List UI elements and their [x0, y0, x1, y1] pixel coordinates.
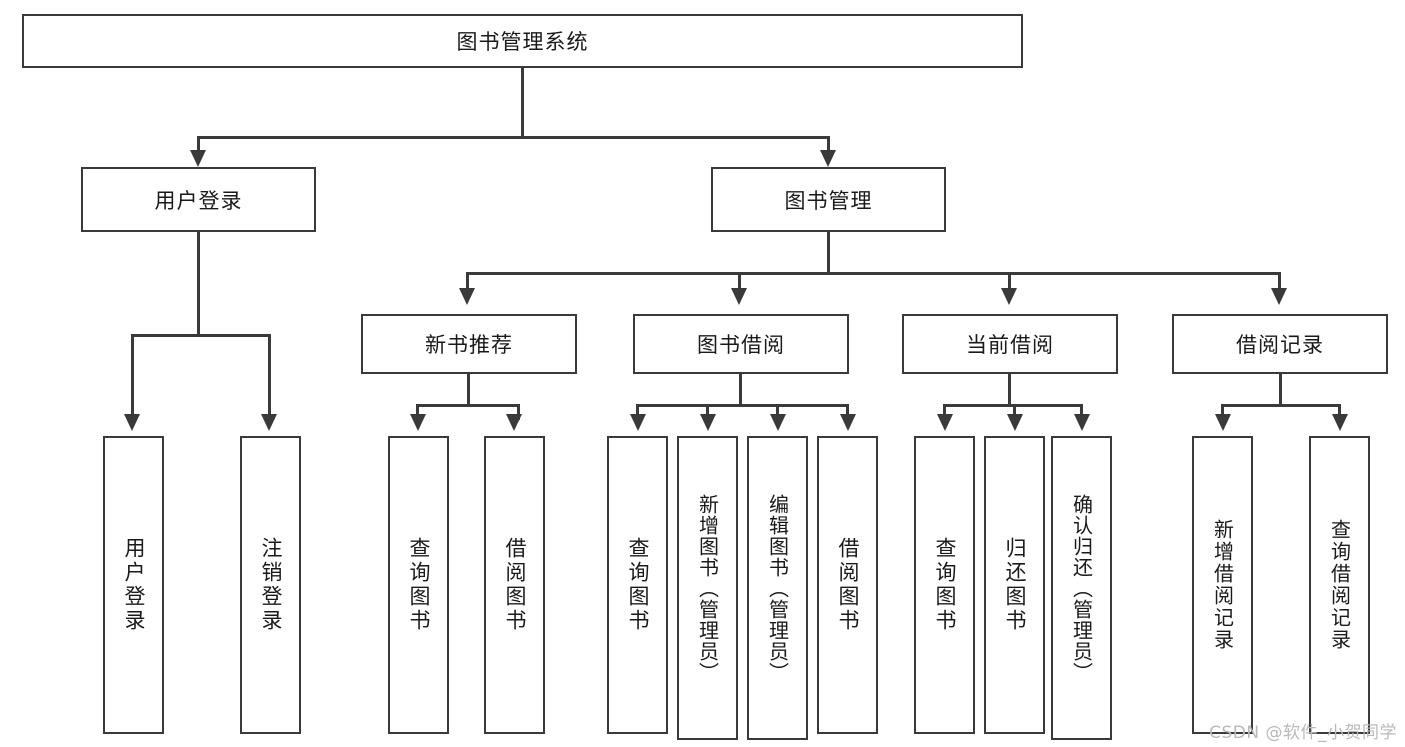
watermark-text: CSDN @软件_小贺同学 — [1209, 723, 1397, 743]
leaf-label: 确认归还（管理员） — [1069, 493, 1094, 683]
leaf-label: 查询图书 — [933, 537, 957, 633]
connector-current-borrow-drop-2 — [1013, 404, 1016, 420]
node-book-management-label: 图书管理 — [784, 188, 873, 213]
connector-book-mgmt-stem — [827, 232, 830, 274]
connector-new-book-drop-1 — [416, 404, 419, 420]
connector-current-borrow-drop-3 — [1080, 404, 1083, 420]
leaf-label: 查询借阅记录 — [1327, 519, 1352, 651]
leaf-borrow-record-query[interactable]: 查询借阅记录 — [1309, 436, 1370, 734]
connector-root-stem — [521, 68, 524, 138]
connector-root-to-user-login — [197, 136, 200, 156]
connector-borrow-record-drop-2 — [1338, 404, 1341, 420]
connector-user-login-stem — [197, 232, 200, 337]
connector-root-bus — [197, 136, 830, 139]
node-current-borrow-label: 当前借阅 — [966, 333, 1054, 357]
leaf-label: 借阅图书 — [503, 537, 527, 633]
leaf-label: 查询图书 — [407, 537, 431, 633]
leaf-new-book-query[interactable]: 查询图书 — [388, 436, 449, 734]
arrow-book-borrow-leaf-2 — [700, 414, 716, 431]
connector-new-book-bus — [416, 404, 520, 407]
leaf-user-login-signout[interactable]: 注销登录 — [240, 436, 301, 734]
arrow-new-book-leaf-2 — [506, 414, 522, 431]
arrow-borrow-record-leaf-1 — [1215, 414, 1231, 431]
arrow-book-mgmt-to-current-borrow — [1001, 288, 1017, 305]
connector-book-mgmt-bus — [466, 272, 1278, 275]
connector-borrow-record-drop-1 — [1221, 404, 1224, 420]
arrow-current-borrow-leaf-1 — [937, 414, 953, 431]
connector-current-borrow-drop-1 — [943, 404, 946, 420]
arrow-book-mgmt-to-book-borrow — [731, 288, 747, 305]
node-root[interactable]: 图书管理系统 — [22, 14, 1023, 68]
leaf-book-borrow-edit[interactable]: 编辑图书（管理员） — [747, 436, 808, 740]
leaf-label: 注销登录 — [259, 537, 283, 633]
arrow-new-book-leaf-1 — [410, 414, 426, 431]
connector-book-borrow-bus — [636, 404, 848, 407]
arrow-book-borrow-leaf-4 — [840, 414, 856, 431]
node-book-borrow[interactable]: 图书借阅 — [633, 314, 849, 374]
arrow-root-to-book-mgmt — [820, 150, 836, 167]
arrow-user-login-leaf-1 — [124, 414, 140, 431]
connector-current-borrow-stem — [1008, 374, 1011, 406]
connector-book-borrow-drop-2 — [706, 404, 709, 420]
leaf-borrow-record-add[interactable]: 新增借阅记录 — [1192, 436, 1253, 734]
node-root-label: 图书管理系统 — [456, 30, 589, 54]
node-book-borrow-label: 图书借阅 — [697, 333, 785, 357]
arrow-book-borrow-leaf-1 — [630, 414, 646, 431]
arrow-borrow-record-leaf-2 — [1332, 414, 1348, 431]
connector-current-borrow-bus — [943, 404, 1082, 407]
arrow-root-to-user-login — [190, 150, 206, 167]
leaf-label: 借阅图书 — [836, 537, 860, 633]
arrow-book-mgmt-to-borrow-record — [1271, 288, 1287, 305]
node-new-book-recommend-label: 新书推荐 — [425, 333, 513, 357]
connector-book-borrow-drop-3 — [776, 404, 779, 420]
connector-user-login-drop-1 — [131, 334, 134, 419]
leaf-new-book-borrow[interactable]: 借阅图书 — [484, 436, 545, 734]
leaf-label: 新增图书（管理员） — [695, 493, 720, 683]
leaf-label: 编辑图书（管理员） — [765, 493, 790, 683]
node-user-login-label: 用户登录 — [154, 188, 243, 213]
leaf-book-borrow-borrow[interactable]: 借阅图书 — [817, 436, 878, 734]
leaf-user-login-signin[interactable]: 用户登录 — [103, 436, 164, 734]
connector-new-book-drop-2 — [517, 404, 520, 420]
node-book-management[interactable]: 图书管理 — [711, 167, 946, 232]
connector-user-login-drop-2 — [268, 334, 271, 419]
connector-book-mgmt-drop-4 — [1278, 272, 1281, 294]
leaf-label: 用户登录 — [122, 537, 146, 633]
arrow-user-login-leaf-2 — [261, 414, 277, 431]
connector-user-login-bus — [131, 334, 270, 337]
arrow-current-borrow-leaf-2 — [1007, 414, 1023, 431]
leaf-label: 新增借阅记录 — [1210, 519, 1235, 651]
connector-book-borrow-drop-4 — [846, 404, 849, 420]
arrow-book-mgmt-to-new-book — [459, 288, 475, 305]
connector-book-mgmt-drop-3 — [1008, 272, 1011, 294]
connector-borrow-record-stem — [1279, 374, 1282, 406]
connector-book-mgmt-drop-1 — [466, 272, 469, 294]
connector-book-borrow-stem — [739, 374, 742, 406]
node-new-book-recommend[interactable]: 新书推荐 — [361, 314, 577, 374]
connector-borrow-record-bus — [1221, 404, 1339, 407]
connector-book-borrow-drop-1 — [636, 404, 639, 420]
leaf-book-borrow-query[interactable]: 查询图书 — [607, 436, 668, 734]
node-user-login[interactable]: 用户登录 — [81, 167, 316, 232]
arrow-book-borrow-leaf-3 — [770, 414, 786, 431]
leaf-current-borrow-confirm[interactable]: 确认归还（管理员） — [1051, 436, 1112, 740]
leaf-label: 查询图书 — [626, 537, 650, 633]
leaf-label: 归还图书 — [1003, 537, 1027, 633]
node-current-borrow[interactable]: 当前借阅 — [902, 314, 1118, 374]
connector-book-mgmt-drop-2 — [738, 272, 741, 294]
leaf-current-borrow-return[interactable]: 归还图书 — [984, 436, 1045, 734]
leaf-current-borrow-query[interactable]: 查询图书 — [914, 436, 975, 734]
node-borrow-record-label: 借阅记录 — [1236, 333, 1324, 357]
node-borrow-record[interactable]: 借阅记录 — [1172, 314, 1388, 374]
connector-root-to-book-mgmt — [827, 136, 830, 156]
arrow-current-borrow-leaf-3 — [1074, 414, 1090, 431]
leaf-book-borrow-add[interactable]: 新增图书（管理员） — [677, 436, 738, 740]
connector-new-book-stem — [467, 374, 470, 406]
